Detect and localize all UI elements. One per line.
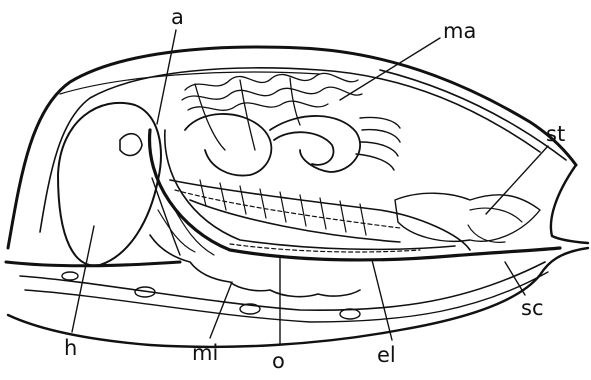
labels: a ma st sc h mi o el [64, 5, 565, 373]
leader-mi [210, 282, 232, 338]
label-st: st [546, 122, 565, 146]
mantle-folds [182, 73, 362, 150]
head-lobe [58, 103, 180, 266]
leader-st [486, 146, 548, 214]
label-h: h [64, 336, 77, 360]
label-ma: ma [443, 19, 476, 43]
leader-el [372, 260, 392, 340]
label-mi: mi [192, 341, 218, 365]
leader-a [157, 30, 176, 124]
gill-bands [170, 180, 470, 250]
label-o: o [272, 349, 285, 373]
label-sc: sc [521, 296, 544, 320]
mantle-band [20, 262, 548, 322]
digestive-coils [185, 114, 400, 176]
leader-lines [72, 30, 548, 345]
label-a: a [171, 5, 184, 29]
label-el: el [377, 343, 396, 367]
